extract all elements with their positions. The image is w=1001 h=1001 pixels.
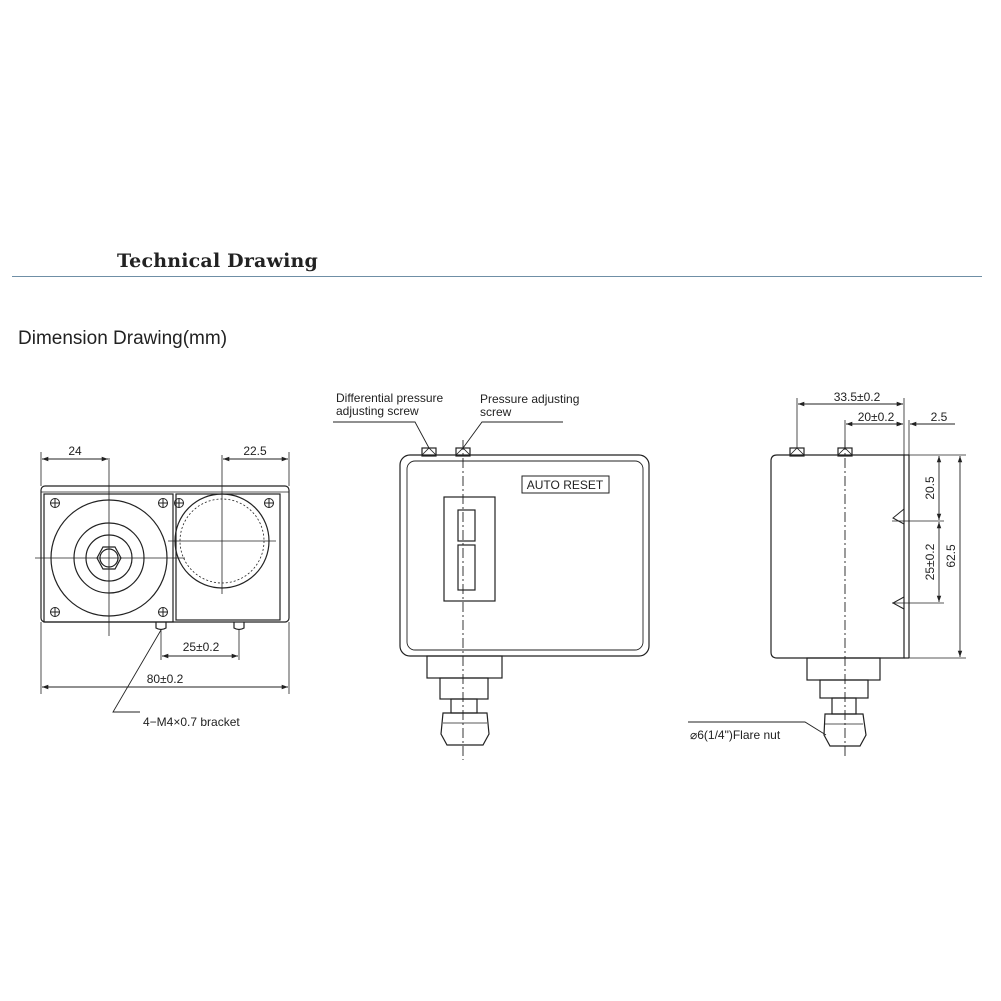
front-body-outline: [40, 485, 290, 623]
differential-screw-label-2: adjusting screw: [336, 404, 419, 418]
side-body-inner: [406, 460, 644, 651]
dim-left-width: 24: [68, 444, 82, 458]
bracket-label: 4−M4×0.7 bracket: [143, 715, 240, 729]
dim-height: 62.5: [944, 544, 958, 568]
scale-window: [443, 496, 496, 602]
differential-screw-label-1: Differential pressure: [336, 391, 443, 405]
right-view: [688, 398, 966, 758]
dim-total-width: 80±0.2: [147, 672, 184, 686]
right-body-outline: [770, 454, 905, 659]
section-divider: [12, 276, 982, 277]
section-title: Technical Drawing: [117, 250, 319, 272]
dim-flange: 2.5: [931, 410, 948, 424]
drawing-title: Dimension Drawing(mm): [18, 328, 228, 349]
dim-right-width: 22.5: [243, 444, 267, 458]
side-view: [333, 421, 650, 760]
dim-hole-spacing: 25±0.2: [923, 543, 937, 580]
flare-nut-label: ⌀6(1/4")Flare nut: [690, 728, 781, 742]
dim-bracket-spacing: 25±0.2: [183, 640, 220, 654]
auto-reset-label: AUTO RESET: [527, 478, 604, 492]
front-view: [35, 452, 290, 713]
side-body-outer: [399, 454, 650, 657]
panel-corner-screws: [50, 498, 274, 617]
dim-depth: 33.5±0.2: [834, 390, 881, 404]
pressure-screw-label-2: screw: [480, 405, 512, 419]
dim-screw-offset: 20±0.2: [858, 410, 895, 424]
front-right-panel: [175, 493, 281, 621]
auto-reset-badge: [521, 475, 610, 494]
dim-top-hole: 20.5: [923, 476, 937, 500]
pressure-screw-label-1: Pressure adjusting: [480, 392, 579, 406]
